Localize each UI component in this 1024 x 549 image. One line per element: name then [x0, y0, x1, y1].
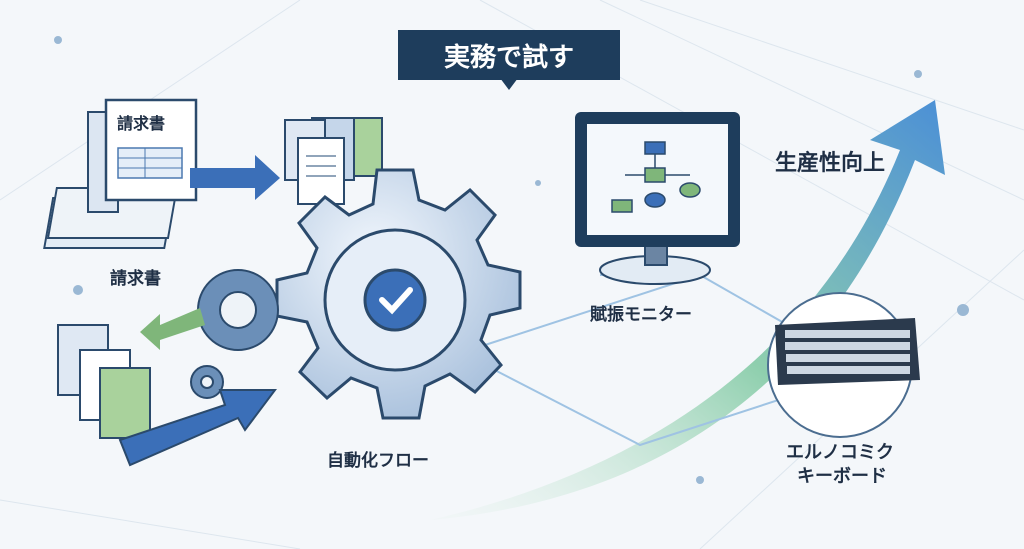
automation-flow-label: 自動化フロー	[327, 451, 429, 471]
check-badge	[363, 268, 427, 332]
keyboard-icon	[767, 292, 920, 438]
arrow-right-blue-icon	[118, 389, 277, 467]
gear-icon	[275, 168, 522, 420]
invoice-stack-icon	[43, 98, 198, 249]
page-title: 実務で試す	[398, 30, 620, 80]
title-pointer	[500, 78, 518, 90]
productivity-label: 生産性向上	[775, 151, 886, 176]
processed-documents-icon	[57, 324, 151, 439]
growth-arrow	[430, 100, 945, 520]
arrow-right-icon	[190, 155, 280, 200]
keyboard-label-line1: エルノコミク	[786, 442, 894, 463]
small-gear-icon	[190, 269, 279, 399]
checkmark-icon	[379, 287, 413, 315]
keyboard-label-line2: キーボード	[797, 466, 887, 487]
invoice-doc-label: 請求書	[117, 114, 166, 133]
monitor-icon	[575, 112, 740, 285]
invoice-label: 請求書	[110, 269, 161, 289]
arrow-left-green-icon	[140, 308, 205, 350]
monitor-label: 賦振モニター	[590, 305, 692, 325]
documents-icon	[284, 117, 383, 205]
decorative-dots	[54, 36, 969, 484]
